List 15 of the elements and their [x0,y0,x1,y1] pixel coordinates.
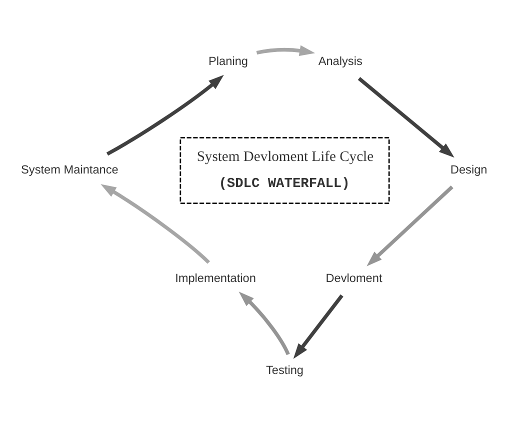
node-text: Devloment [326,270,382,285]
arrow [238,291,290,355]
arrow [256,44,316,56]
arrow [293,294,344,358]
node-text: Design [450,162,488,176]
node-box: System Devloment Life Cycle (SDLC WATERFALL) [180,136,390,204]
node-text: Implementation [175,270,256,285]
arrow [366,185,454,266]
node-text: Analysis [318,54,362,68]
arrow [106,74,224,156]
arrow [100,184,210,264]
node-text: Testing [266,362,304,377]
arrow [358,76,454,158]
node-text: Planing [208,54,248,68]
node-text: System Maintance [21,162,118,176]
